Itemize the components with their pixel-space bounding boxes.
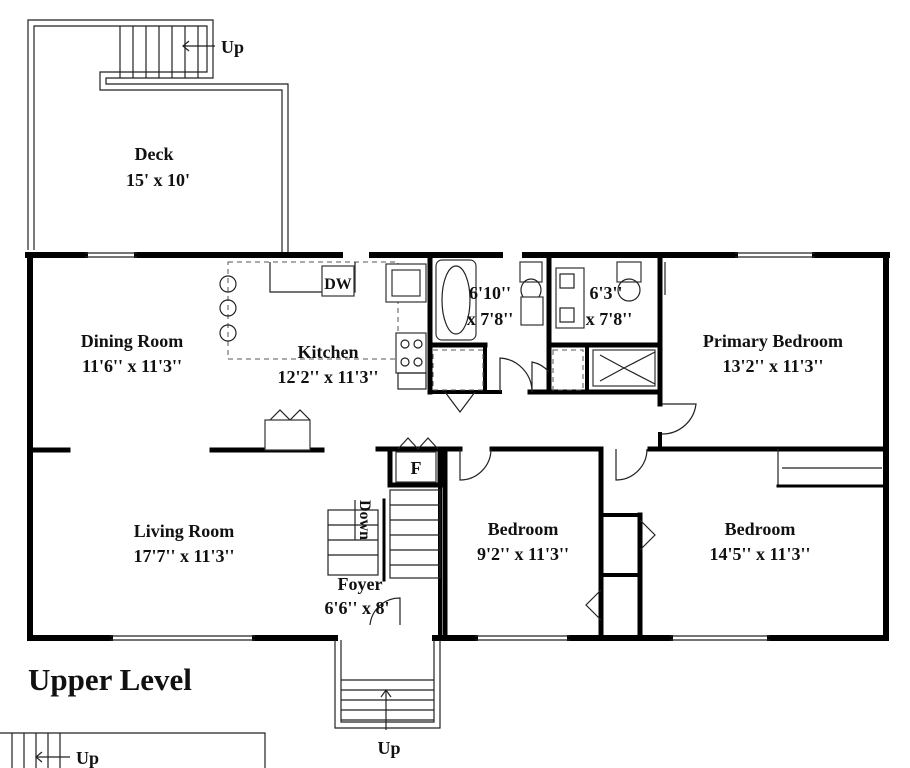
- entry-stairs: Up: [334, 640, 441, 758]
- bedroom-1-name: Bedroom: [488, 519, 559, 539]
- bath2-dims-line2: x 7'8'': [586, 309, 633, 329]
- entry-up-label: Up: [377, 738, 400, 758]
- bath1-dims-line1: 6'10'': [469, 283, 511, 303]
- deck-name: Deck: [135, 144, 174, 164]
- bath1-dims-line2: x 7'8'': [467, 309, 514, 329]
- kitchen-dims: 12'2'' x 11'3'': [277, 367, 378, 387]
- stairs-down-label: Down: [356, 500, 373, 540]
- exterior-walls: [25, 252, 890, 641]
- stove: [395, 332, 427, 374]
- kitchen-fixtures: DW: [219, 261, 427, 451]
- deck-dims: 15' x 10': [126, 170, 190, 190]
- bar-stool: [219, 299, 237, 317]
- kitchen-name: Kitchen: [298, 342, 359, 362]
- toilet: [616, 261, 642, 283]
- bath-fixtures: [432, 259, 666, 391]
- deck-up-label: Up: [221, 37, 244, 57]
- living-room-dims: 17'7'' x 11'3'': [133, 546, 234, 566]
- arrow-left-icon: [182, 40, 215, 52]
- bedroom-2-dims: 14'5'' x 11'3'': [709, 544, 810, 564]
- double-vanity: [555, 267, 585, 329]
- furnace-label: F: [411, 458, 422, 478]
- bedroom-2-name: Bedroom: [725, 519, 796, 539]
- buffet: [264, 419, 311, 451]
- deck: Up: [27, 19, 289, 252]
- dishwasher: [321, 265, 355, 297]
- vanity-sink: [520, 296, 544, 326]
- primary-bedroom-dims: 13'2'' x 11'3'': [722, 356, 823, 376]
- bedroom-1-dims: 9'2'' x 11'3'': [477, 544, 569, 564]
- dishwasher-label: DW: [324, 276, 352, 293]
- deck-stairs: [119, 26, 199, 78]
- dining-name: Dining Room: [81, 331, 184, 351]
- bottom-stairs: Up: [0, 732, 266, 768]
- furnace-closet: F: [395, 451, 437, 483]
- foyer-name: Foyer: [338, 574, 383, 594]
- arrow-up-icon: [380, 688, 392, 730]
- interior-walls: [27, 252, 889, 641]
- living-room-name: Living Room: [134, 521, 235, 541]
- doors: [269, 357, 697, 626]
- dining-dims: 11'6'' x 11'3'': [82, 356, 182, 376]
- plan-title: Upper Level: [28, 662, 192, 697]
- bar-stool: [219, 324, 237, 342]
- interior-stairs: Down: [327, 489, 441, 582]
- bottom-up-label: Up: [76, 748, 99, 768]
- room-labels: Deck 15' x 10' Dining Room 11'6'' x 11'3…: [81, 144, 843, 618]
- foyer-dims: 6'6'' x 8': [324, 598, 389, 618]
- bathtub: [435, 259, 477, 341]
- toilet: [519, 261, 543, 283]
- bath2-dims-line1: 6'3'': [589, 283, 622, 303]
- primary-bedroom-name: Primary Bedroom: [703, 331, 843, 351]
- bar-stool: [219, 275, 237, 293]
